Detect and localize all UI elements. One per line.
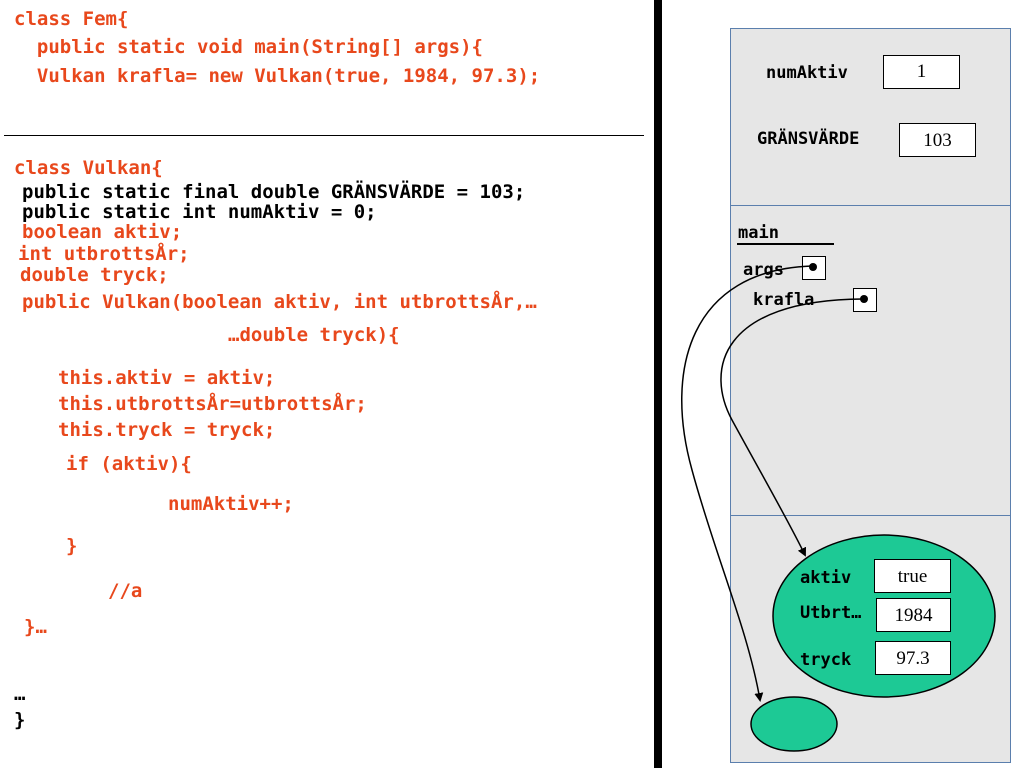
code-line-field-ar: int utbrottsÅr; [18, 243, 190, 265]
heap-tryck-value-box: 97.3 [875, 641, 951, 675]
args-array-object-ellipse [750, 696, 838, 752]
heap-utbrt-value-box: 1984 [876, 598, 951, 632]
main-frame-underline [737, 243, 834, 245]
code-line-class-close: } [14, 709, 26, 731]
krafla-reference-box [853, 288, 877, 312]
code-line-ctor-signature-cont: …double tryck){ [228, 324, 400, 346]
heap-utbrt-label: Utbrt… [800, 603, 862, 623]
gransvarde-label: GRÄNSVÄRDE [757, 129, 860, 149]
numaktiv-label: numAktiv [766, 63, 848, 83]
code-line-main-signature: public static void main(String[] args){ [14, 36, 483, 58]
code-line-field-tryck: double tryck; [20, 264, 169, 286]
args-arrow [681, 265, 813, 702]
code-line-assign-tryck: this.tryck = tryck; [58, 419, 276, 441]
code-line-ctor-signature: public Vulkan(boolean aktiv, int utbrott… [22, 291, 537, 313]
code-line-assign-aktiv: this.aktiv = aktiv; [58, 367, 276, 389]
code-line-new-vulkan: Vulkan krafla= new Vulkan(true, 1984, 97… [14, 65, 541, 87]
static-area-panel [730, 28, 1011, 206]
args-label: args [743, 260, 784, 280]
heap-aktiv-value-box: true [874, 559, 951, 593]
code-line-class-fem: class Fem{ [14, 8, 129, 30]
heap-tryck-label: tryck [800, 650, 852, 670]
main-frame-label: main [738, 223, 779, 243]
code-line-const: public static final double GRÄNSVÄRDE = … [22, 181, 526, 203]
code-line-assign-ar: this.utbrottsÅr=utbrottsÅr; [58, 393, 367, 415]
code-line-ellipsis: … [14, 683, 26, 705]
stack-frame-panel [730, 205, 1011, 516]
heap-aktiv-label: aktiv [800, 568, 852, 588]
krafla-arrow [720, 298, 864, 557]
code-line-ctor-close: }… [24, 616, 47, 638]
vertical-divider [654, 0, 662, 768]
code-line-field-aktiv: boolean aktiv; [22, 221, 183, 243]
args-reference-box [802, 256, 826, 280]
numaktiv-value-box: 1 [883, 55, 960, 89]
code-line-comment: //a [108, 580, 143, 602]
args-pointer-dot [809, 263, 817, 271]
code-line-increment: numAktiv++; [168, 493, 294, 515]
code-separator-line [4, 135, 644, 136]
code-line-if: if (aktiv){ [66, 453, 192, 475]
gransvarde-value-box: 103 [899, 123, 976, 157]
code-line-static: public static int numAktiv = 0; [22, 201, 377, 223]
krafla-pointer-dot [860, 295, 868, 303]
code-line-class-vulkan: class Vulkan{ [14, 157, 163, 179]
code-line-if-close: } [66, 535, 78, 557]
